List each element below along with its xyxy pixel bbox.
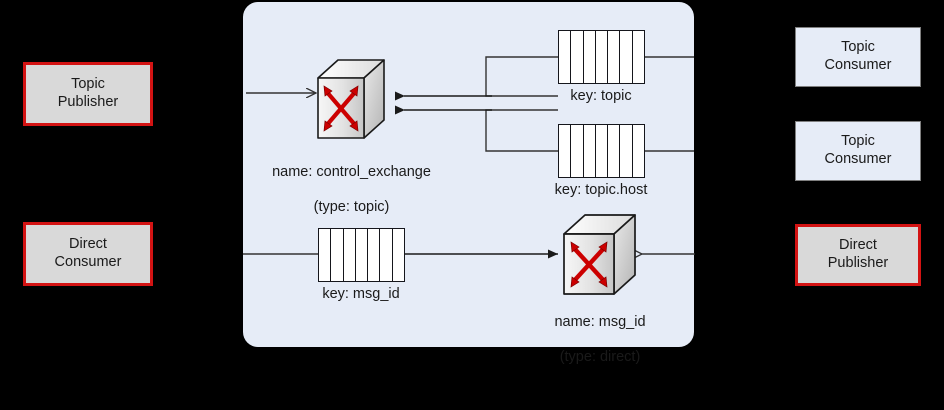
queue-cell — [584, 31, 596, 83]
queue-cell — [331, 229, 344, 281]
topic-publisher-box[interactable]: Topic Publisher — [23, 62, 153, 126]
topic-host-queue — [558, 124, 645, 178]
queue-cell — [380, 229, 393, 281]
topic-queue — [558, 30, 645, 84]
exchange-3d-box-icon — [317, 59, 385, 139]
control-exchange-type: (type: topic) — [313, 199, 390, 216]
topic-queue-label: key: topic — [570, 88, 632, 104]
queue-cell — [596, 125, 609, 177]
topic-consumer-2-label: Topic Consumer — [824, 133, 892, 167]
queue-cell — [319, 229, 332, 281]
queue-cell — [368, 229, 381, 281]
queue-cell — [633, 31, 644, 83]
msg-id-exchange-caption: name: msg_id (type: direct) — [520, 297, 680, 384]
queue-cell — [584, 125, 596, 177]
msg-id-queue — [318, 228, 405, 282]
topic-host-queue-label: key: topic.host — [554, 182, 648, 198]
topic-consumer-2-box[interactable]: Topic Consumer — [795, 121, 921, 181]
queue-cell — [393, 229, 404, 281]
queue-cell — [620, 125, 633, 177]
queue-cell — [559, 31, 572, 83]
queue-cell — [633, 125, 644, 177]
queue-cell — [596, 31, 609, 83]
queue-cell — [356, 229, 369, 281]
direct-publisher-box[interactable]: Direct Publisher — [795, 224, 921, 286]
direct-publisher-label: Direct Publisher — [827, 237, 889, 271]
control-exchange-caption: name: control_exchange (type: topic) — [249, 147, 454, 234]
topic-consumer-1-box[interactable]: Topic Consumer — [795, 27, 921, 87]
exchange-3d-box-icon — [563, 214, 636, 295]
queue-cell — [559, 125, 572, 177]
control-exchange-name: name: control_exchange — [272, 164, 431, 181]
msg-id-exchange-type: (type: direct) — [559, 349, 641, 366]
queue-cell — [608, 125, 621, 177]
queue-cell — [344, 229, 356, 281]
direct-consumer-label: Direct Consumer — [54, 236, 122, 270]
msg-id-exchange-name: name: msg_id — [554, 314, 646, 331]
queue-cell — [571, 125, 584, 177]
topic-publisher-label: Topic Publisher — [57, 76, 119, 110]
msg-id-queue-label: key: msg_id — [322, 286, 400, 302]
direct-consumer-box[interactable]: Direct Consumer — [23, 222, 153, 286]
queue-cell — [620, 31, 633, 83]
queue-cell — [571, 31, 584, 83]
topic-consumer-1-label: Topic Consumer — [824, 39, 892, 73]
queue-cell — [608, 31, 621, 83]
